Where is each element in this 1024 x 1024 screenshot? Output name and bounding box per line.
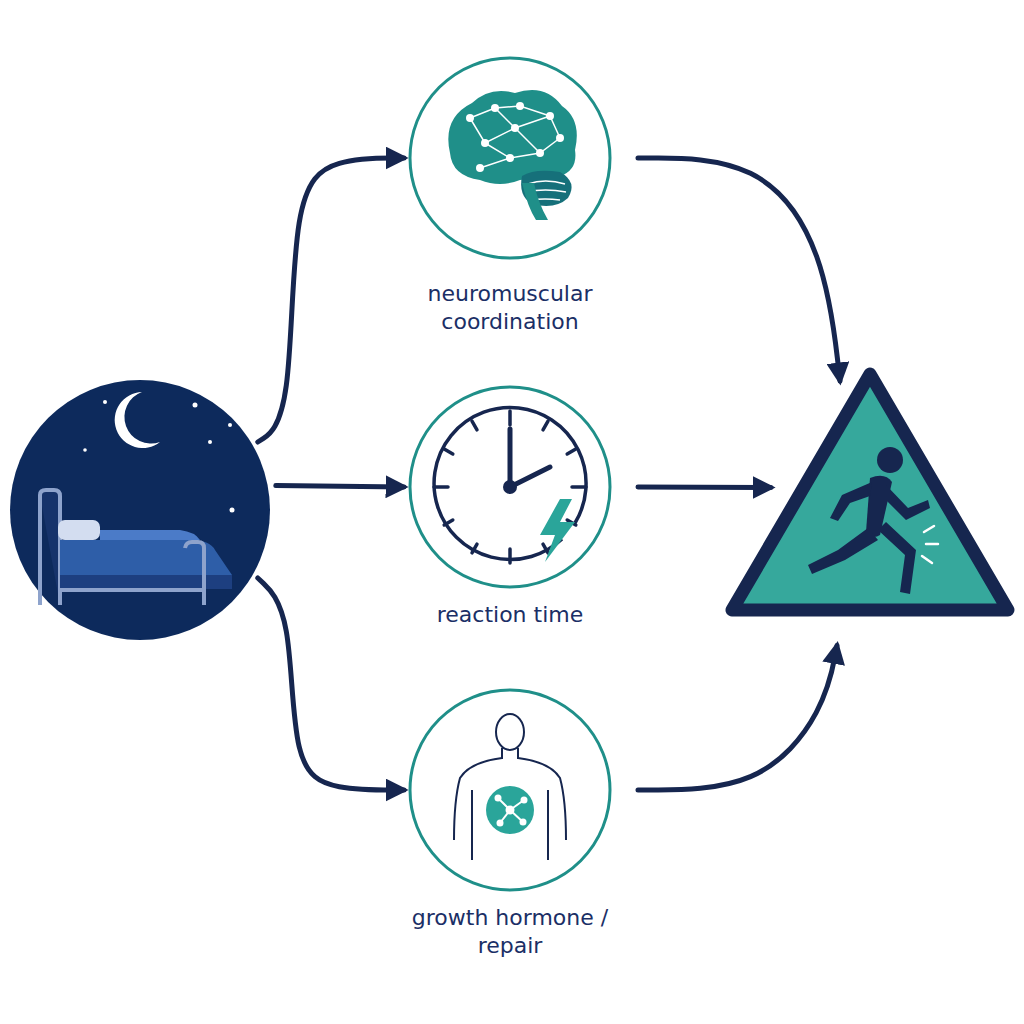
body-icon [410,690,610,890]
arrow-connector [276,486,404,487]
sleep-circle [10,380,270,640]
repair-circle: growth hormone / repair [410,690,610,890]
label-group: growth hormone / repair [380,904,640,960]
arrow-connector [638,158,840,381]
arrow-connector [258,578,404,790]
arrow-connector [258,158,404,442]
node-label: neuromuscular coordination [380,280,640,336]
brain-icon [410,58,610,258]
arrow-connector [638,646,837,790]
sleep-icon [10,380,270,640]
reaction-circle: reaction time [410,387,610,587]
label-group: neuromuscular coordination [380,280,640,336]
warning-icon [720,360,1020,622]
node-label: growth hormone / repair [380,904,640,960]
label-group: reaction time [380,601,640,629]
node-label: reaction time [380,601,640,629]
clock-icon [410,387,610,587]
arrow-connector [638,485,771,491]
injury-warning-triangle [720,360,1020,622]
coordination-circle: neuromuscular coordination [410,58,610,258]
